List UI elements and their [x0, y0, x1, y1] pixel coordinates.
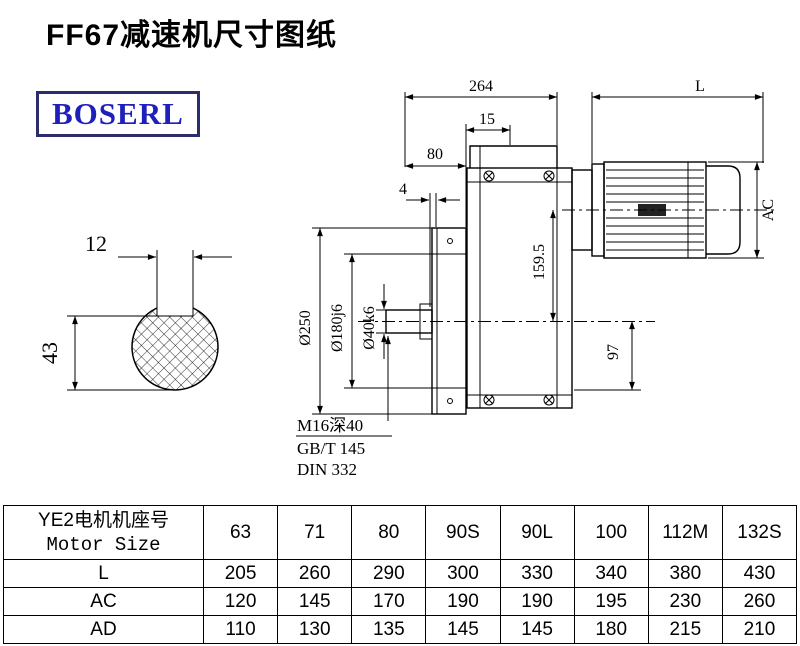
table-row-l: L 205 260 290 300 330 340 380 430	[3, 559, 798, 588]
header-motor-size-cn: YE2电机机座号	[38, 509, 169, 531]
cell-l-71: 260	[277, 559, 353, 588]
size-column-90l: 90L	[499, 505, 575, 560]
dim-flange-diameter-label: Ø250	[297, 310, 314, 346]
note-std1-label: GB/T 145	[297, 439, 365, 458]
table-row-ac: AC 120 145 170 190 190 195 230 260	[3, 587, 798, 616]
table-row-ad: AD 110 130 135 145 145 180 215 210	[3, 615, 798, 644]
size-column-132s: 132S	[721, 505, 798, 560]
size-column-90s: 90S	[425, 505, 501, 560]
cell-ac-90s: 190	[425, 587, 501, 616]
dim-gap-4-label: 4	[399, 181, 407, 198]
screw-icon	[483, 170, 555, 406]
cell-l-112m: 380	[647, 559, 723, 588]
dim-shaft-diameter-label: Ø40k6	[361, 306, 378, 350]
dim-top-width-label: 264	[469, 78, 493, 95]
cell-l-100: 340	[573, 559, 649, 588]
note-tap-label: M16深40	[297, 416, 363, 435]
motor-dimension-table: YE2电机机座号 Motor Size 63 71 80 90S 90L 100…	[3, 505, 798, 644]
cell-ad-63: 110	[202, 615, 279, 644]
row-label-l: L	[3, 559, 204, 588]
cell-ac-132s: 260	[721, 587, 798, 616]
cell-ad-132s: 210	[721, 615, 798, 644]
cell-ac-90l: 190	[499, 587, 575, 616]
cell-l-80: 290	[351, 559, 427, 588]
cell-ac-63: 120	[202, 587, 279, 616]
cell-l-63: 205	[202, 559, 279, 588]
header-motor-size-cell: YE2电机机座号 Motor Size	[3, 505, 204, 560]
size-column-63: 63	[202, 505, 279, 560]
dim-spigot-diameter-label: Ø180j6	[329, 304, 346, 352]
size-column-80: 80	[351, 505, 427, 560]
cell-ad-90l: 145	[499, 615, 575, 644]
row-label-ad: AD	[3, 615, 204, 644]
cell-ad-71: 130	[277, 615, 353, 644]
header-motor-size-en: Motor Size	[46, 533, 161, 556]
dim-motor-diameter-label: AC	[760, 199, 777, 221]
cell-ac-80: 170	[351, 587, 427, 616]
page-title: FF67减速机尺寸图纸	[46, 19, 338, 52]
size-column-100: 100	[573, 505, 649, 560]
cell-l-90l: 330	[499, 559, 575, 588]
dim-offset-80-label: 80	[427, 146, 443, 163]
dim-shaft-key-height-label: 43	[37, 342, 62, 364]
dimension-annotations: 264 L 15 80 4 AC 159.5 97 Ø2	[296, 78, 777, 479]
cell-ad-100: 180	[573, 615, 649, 644]
boserl-logo: BOSERL	[36, 91, 200, 137]
dim-center-height-label: 159.5	[531, 244, 548, 280]
table-header-row: YE2电机机座号 Motor Size 63 71 80 90S 90L 100…	[3, 505, 798, 560]
cell-ac-112m: 230	[647, 587, 723, 616]
cell-l-132s: 430	[721, 559, 798, 588]
dim-offset-15-label: 15	[479, 111, 495, 128]
note-std2-label: DIN 332	[297, 460, 357, 479]
cell-l-90s: 300	[425, 559, 501, 588]
cell-ad-112m: 215	[647, 615, 723, 644]
dim-axis-to-base-label: 97	[605, 344, 622, 360]
technical-drawing: 12 43	[37, 78, 778, 479]
gearbox-motor-view	[358, 145, 778, 415]
cell-ad-90s: 145	[425, 615, 501, 644]
size-column-71: 71	[277, 505, 353, 560]
cell-ac-100: 195	[573, 587, 649, 616]
cell-ad-80: 135	[351, 615, 427, 644]
cell-ac-71: 145	[277, 587, 353, 616]
dim-motor-length-label: L	[695, 78, 705, 95]
size-column-112m: 112M	[647, 505, 723, 560]
shaft-section-view: 12 43	[37, 231, 232, 391]
dim-keyway-width-label: 12	[85, 231, 107, 256]
row-label-ac: AC	[3, 587, 204, 616]
